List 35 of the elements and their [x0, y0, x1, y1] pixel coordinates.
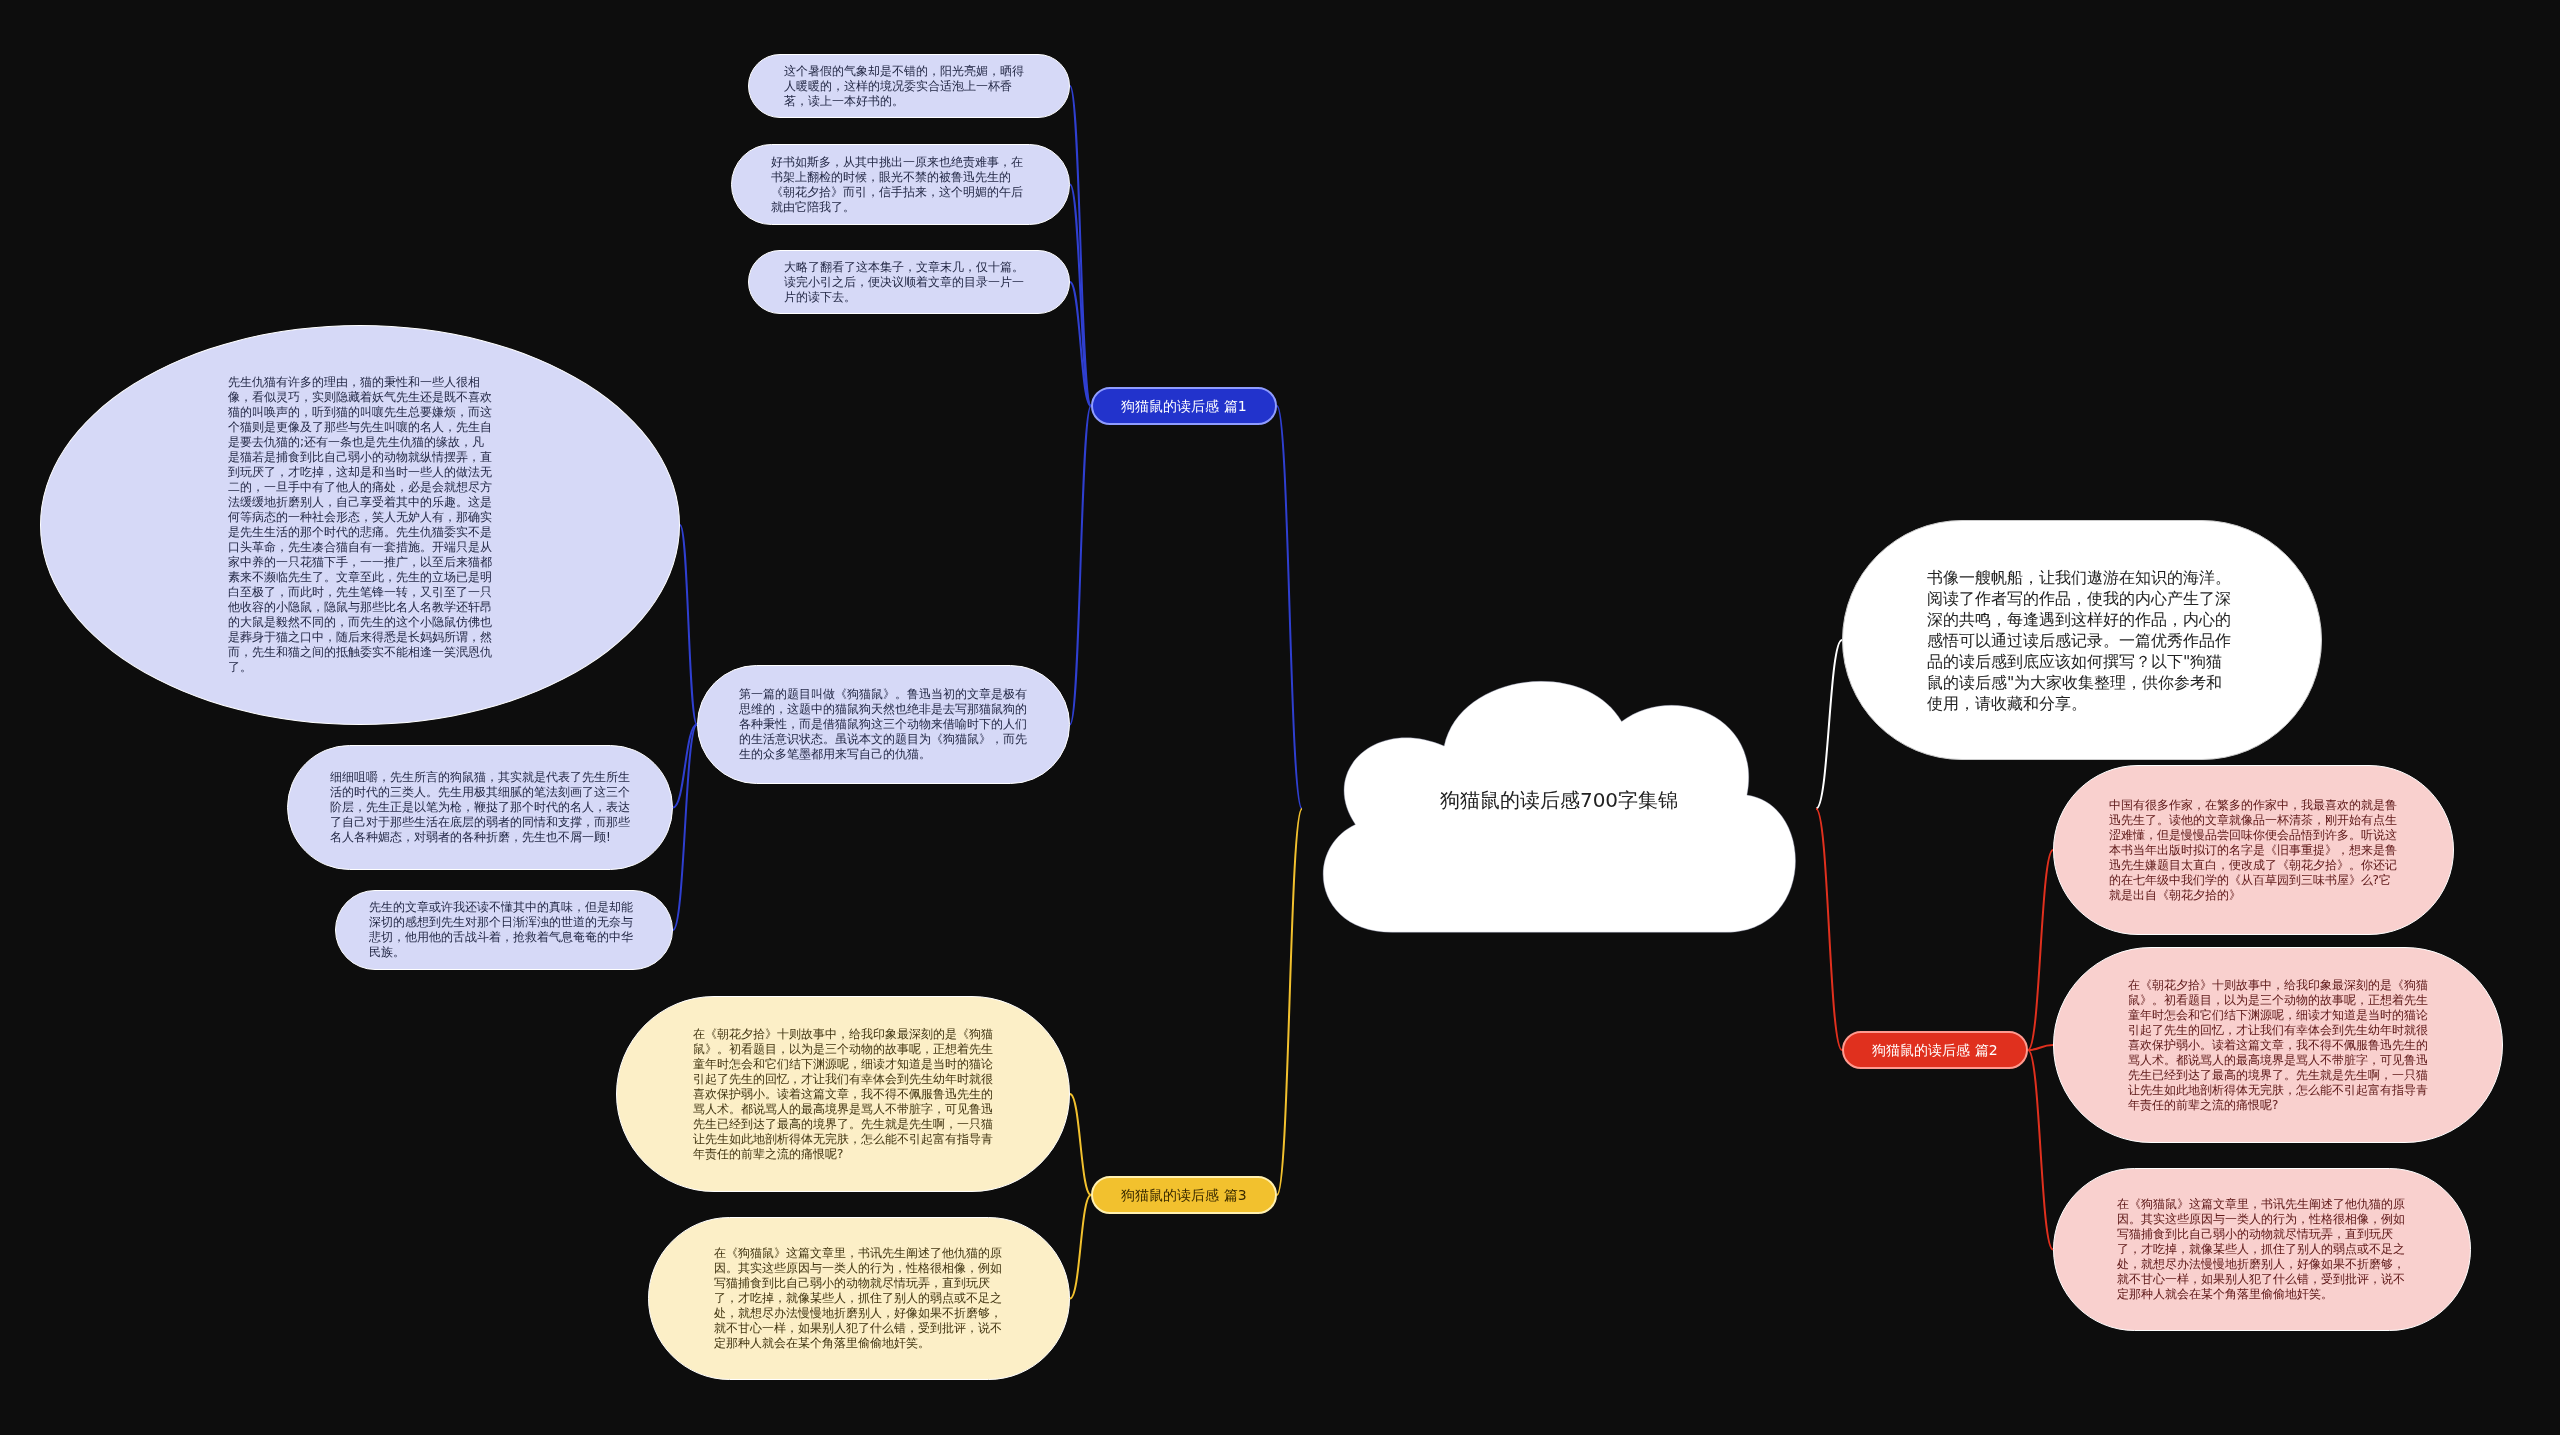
branch-title: 狗猫鼠的读后感 篇1 [1120, 396, 1248, 416]
connector-line [1815, 639, 1843, 810]
bubble-text: 在《朝花夕拾》十则故事中，给我印象最深刻的是《狗猫鼠》。初看题目，以为是三个动物的故事呢，正想着先生童年时怎会和它们结下渊源呢，细读才知道是当时的猫论引起了先生的回忆，才让我们有幸体会到先生幼年时就很喜欢保护弱小。读着这篇文章，我不得不佩服鲁迅先生的骂人术。都说骂人的最高境界是骂人不带脏字，可见鲁迅先生已经到达了最高的境界了。先生就是先生啊，一只猫让先生如此地剖析得体无完肤，怎么能不引起富有指导青年责任的前辈之流的痛恨呢? [2128, 977, 2428, 1113]
connector-line [1815, 807, 1843, 1051]
bubble-text: 书像一艘帆船，让我们遨游在知识的海洋。阅读了作者写的作品，使我的内心产生了深深的共鸣，每逢遇到这样好的作品，内心的感悟可以通过读后感记录。一篇优秀作品作品的读后感到底应该如何撰写？以下"狗猫鼠的读后感"为大家收集整理，供你参考和使用，请收藏和分享。 [1927, 566, 2232, 714]
bubble-text: 好书如斯多，从其中挑出一原来也绝责难事，在书架上翻检的时候，眼光不禁的被鲁迅先生的《朝花夕拾》而引，信手拈来，这个明媚的午后就由它陪我了。 [770, 154, 1024, 215]
bubble-text: 在《狗猫鼠》这篇文章里，书讯先生阐述了他仇猫的原因。其实这些原因与一类人的行为，性格很相像，例如写猫捕食到比自己弱小的动物就尽情玩弄，直到玩厌了，才吃掉，就像某些人，抓住了别人的弱点或不足之处，就想尽办法慢慢地折磨别人，好像如果不折磨够，就不甘心一样，如果别人犯了什么错，受到批评，说不定那种人就会在某个角落里偷偷地奸笑。 [2117, 1197, 2406, 1302]
connector-line [1276, 807, 1303, 1196]
connector-line [2027, 849, 2054, 1051]
connector-line [1276, 405, 1303, 810]
branch-label [1091, 1176, 1277, 1214]
connector-line [672, 723, 698, 931]
branch-title: 狗猫鼠的读后感 篇2 [1871, 1040, 1999, 1060]
bubble-text: 先生的文章或许我还读不懂其中的真味，但是却能深切的感想到先生对那个日渐浑浊的世道的无奈与悲切，他用他的舌战斗着，抢救着气息奄奄的中华民族。 [369, 900, 634, 960]
bubble-text: 在《朝花夕拾》十则故事中，给我印象最深刻的是《狗猫鼠》。初看题目，以为是三个动物的故事呢，正想着先生童年时怎会和它们结下渊源呢，细读才知道是当时的猫论引起了先生的回忆，才让我们有幸体会到先生幼年时就很喜欢保护弱小。读着这篇文章，我不得不佩服鲁迅先生的骂人术。都说骂人的最高境界是骂人不带脏字，可见鲁迅先生已经到达了最高的境界了。先生就是先生啊，一只猫让先生如此地剖析得体无完肤，怎么能不引起富有指导青年责任的前辈之流的痛恨呢? [693, 1026, 993, 1162]
connector-line [1069, 1093, 1092, 1196]
bubble-text: 在《狗猫鼠》这篇文章里，书讯先生阐述了他仇猫的原因。其实这些原因与一类人的行为，性格很相像，例如写猫捕食到比自己弱小的动物就尽情玩弄，直到玩厌了，才吃掉，就像某些人，抓住了别人的弱点或不足之处，就想尽办法慢慢地折磨别人，好像如果不折磨够，就不甘心一样，如果别人犯了什么错，受到批评，说不定那种人就会在某个角落里偷偷地奸笑。 [714, 1246, 1003, 1351]
bubble-text: 第一篇的题目叫做《狗猫鼠》。鲁迅当初的文章是极有思维的，这题中的猫鼠狗天然也绝非是去写那猫鼠狗的各种秉性，而是借猫鼠狗这三个动物来借喻时下的人们的生活意识状态。虽说本文的题目为《狗猫鼠》，而先生的众多笔墨都用来写自己的仇猫。 [738, 687, 1028, 762]
bubble-text: 大略了翻看了这本集子，文章末几，仅十篇。读完小引之后，便决议顺着文章的目录一片一片的读下去。 [784, 259, 1025, 305]
branch-title: 狗猫鼠的读后感 篇3 [1120, 1185, 1248, 1205]
connector-line [1069, 405, 1092, 726]
text-bubble [748, 54, 1070, 118]
branch-label [1842, 1031, 2028, 1069]
connector-line [672, 723, 698, 809]
connector-line [2027, 1049, 2054, 1251]
connector-line [679, 524, 698, 726]
bubble-text: 这个暑假的气象却是不错的，阳光亮媚，晒得人暖暖的，这样的境况委实合适泡上一杯香茗，读上一本好书的。 [784, 63, 1025, 109]
central-topic-text: 狗猫鼠的读后感700字集锦 [1439, 787, 1679, 813]
bubble-text: 先生仇猫有许多的理由，猫的秉性和一些人很相像，看似灵巧，实则隐藏着妖气先生还是既不喜欢猫的叫唤声的，听到猫的叫嚷先生总要嫌烦，而这个猫则是更像及了那些与先生叫嚷的名人，先生自是要去仇猫的;还有一条也是先生仇猫的缘故，凡是猫若是捕食到比自己弱小的动物就纵情摆弄，直到玩厌了，才吃掉，这却是和当时一些人的做法无二的，一旦手中有了他人的痛处，必是会就想尽方法缓缓地折磨别人，自己享受着其中的乐趣。这是何等病态的一种社会形态，笑人无妒人有，那确实是先生生活的那个时代的悲痛。先生仇猫委实不是口头革命，先生凑合猫自有一套措施。开端只是从家中养的一只花猫下手，一一推广，以至后来猫都素来不濒临先生了。文章至此，先生的立场已是明白至极了，而此时，先生笔锋一转，又引至了一只他收容的小隐鼠，隐鼠与那些比名人名教学还轩昂的大鼠是毅然不同的，而先生的这个小隐鼠仿佛也是葬身于猫之口中，随后来得悉是长妈妈所谓，然而，先生和猫之间的抵触委实不能相逢一笑泯恩仇了。 [228, 375, 492, 675]
branch-label [1091, 387, 1277, 425]
connector-line [1069, 281, 1092, 407]
connector-line [1069, 1194, 1092, 1300]
bubble-text: 中国有很多作家，在繁多的作家中，我最喜欢的就是鲁迅先生了。读他的文章就像品一杯清茶，刚开始有点生涩难懂，但是慢慢品尝回味你便会品悟到许多。听说这本书当年出版时拟订的名字是《旧事重提》，想来是鲁迅先生嫌题目太直白，便改成了《朝花夕拾》。你还记的在七年级中我们学的《从百草园到三味书屋》么?它就是出自《朝花夕拾的》 [2108, 797, 2398, 903]
bubble-text: 细细咀嚼，先生所言的狗鼠猫，其实就是代表了先生所生活的时代的三类人。先生用极其细腻的笔法刻画了这三个阶层，先生正是以笔为枪，鞭挞了那个时代的名人，表达了自己对于那些生活在底层的弱者的同情和支撑，而那些名人各种媚态，对弱者的各种折磨，先生也不屑一顾! [330, 770, 630, 845]
connector-line [2027, 1044, 2054, 1051]
